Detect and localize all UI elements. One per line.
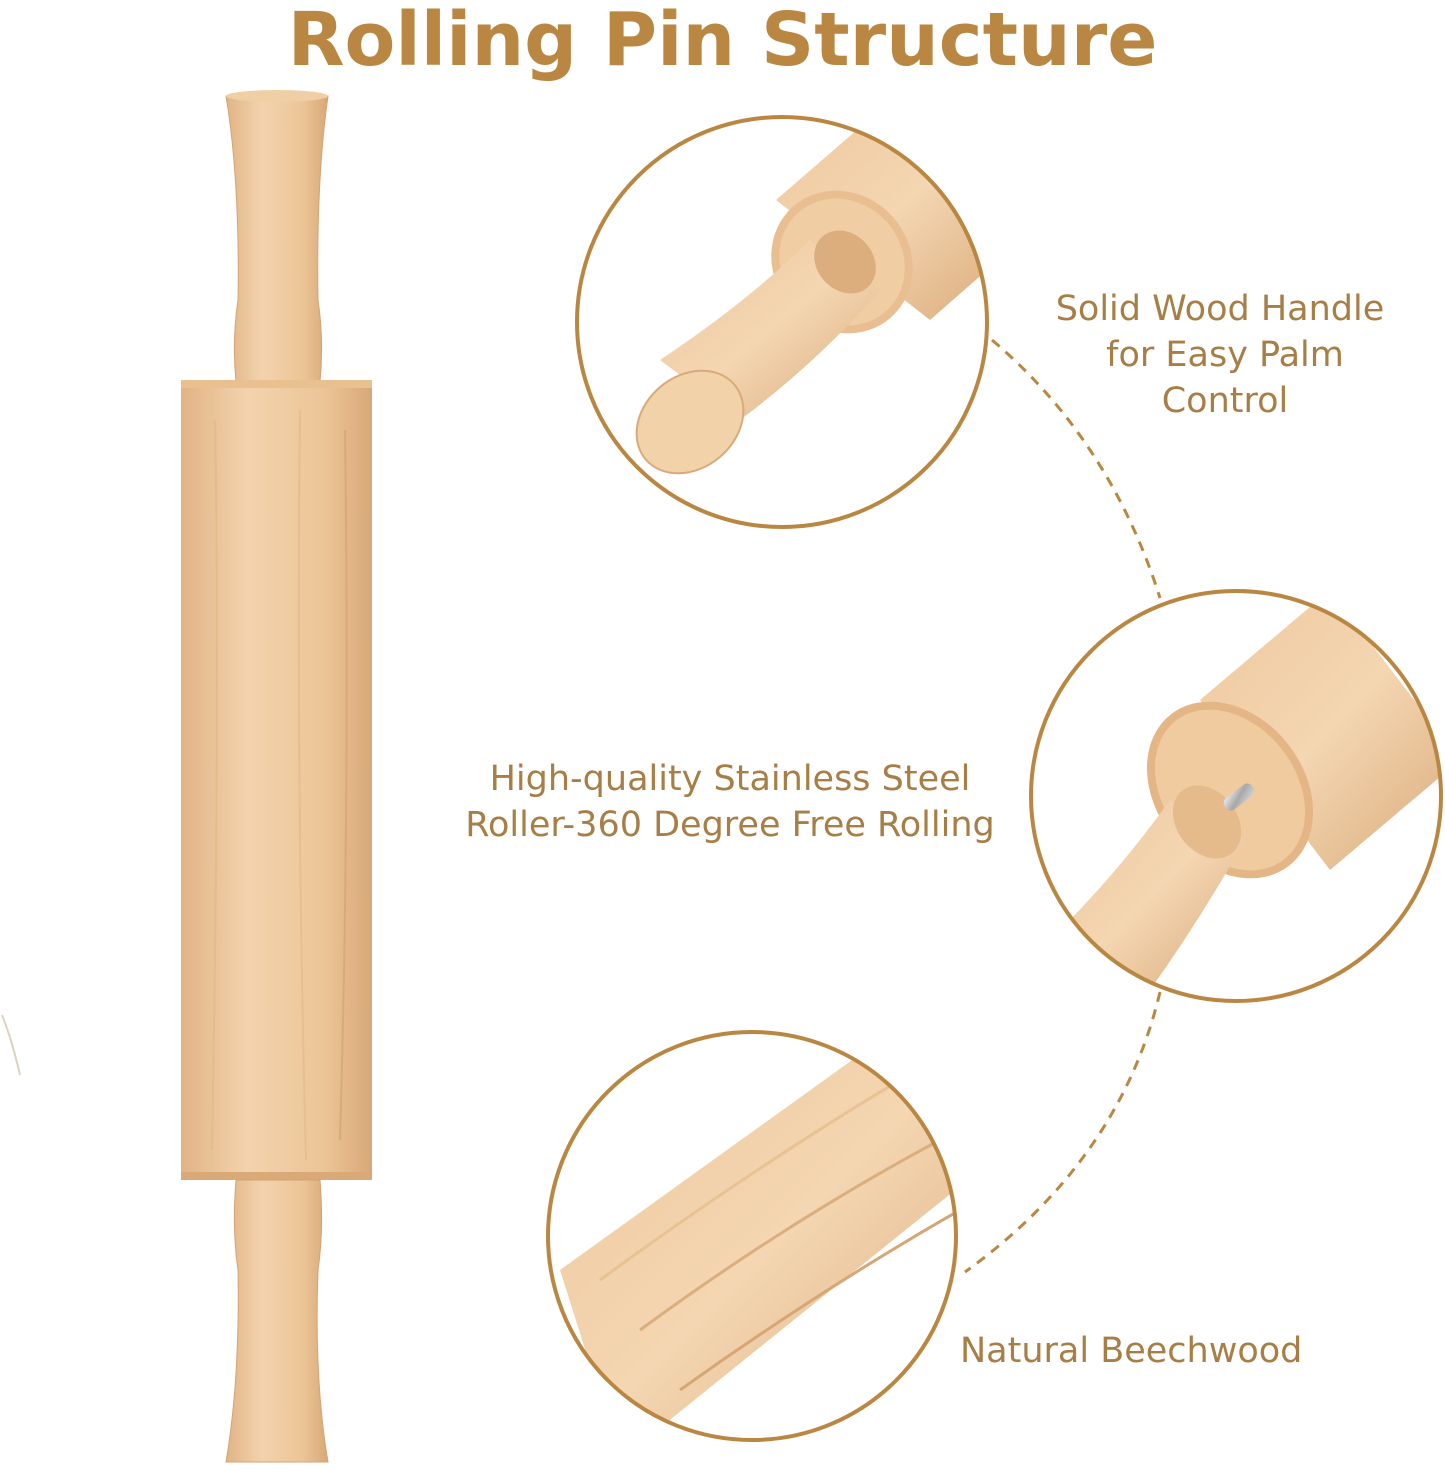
wood-callout-line1: Natural Beechwood [960, 1331, 1303, 1371]
handle-callout-line1: Solid Wood Handle [1055, 289, 1385, 329]
page-title: Rolling Pin Structure [287, 0, 1158, 83]
roller-callout-line1: High-quality Stainless Steel [489, 759, 971, 799]
connector-line [991, 338, 1162, 599]
roller-callout: High-quality Stainless Steel Roller-360 … [440, 756, 1020, 848]
beechwood-closeup [546, 1030, 958, 1442]
wood-callout: Natural Beechwood [960, 1328, 1340, 1374]
rolling-pin-illustration [181, 90, 372, 1463]
roller-callout-line2: Roller-360 Degree Free Rolling [465, 805, 995, 845]
steel-axle-closeup [1029, 589, 1443, 1003]
handle-callout: Solid Wood Handle for Easy Palm Control [1040, 286, 1400, 424]
handle-callout-line2: for Easy Palm Control [1106, 335, 1344, 421]
handle-closeup [575, 115, 989, 529]
connector-line [964, 991, 1162, 1274]
